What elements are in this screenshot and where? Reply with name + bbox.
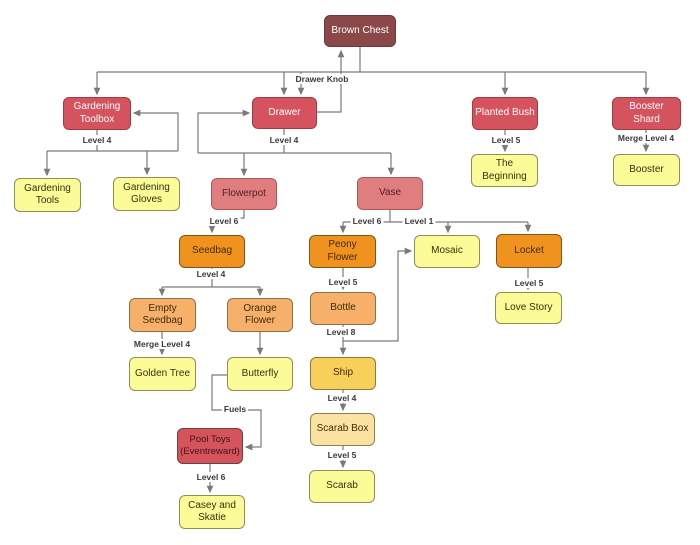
node-drawer[interactable]: Drawer — [252, 97, 317, 129]
node-the-beginning[interactable]: The Beginning — [471, 154, 538, 187]
node-scarab-box[interactable]: Scarab Box — [310, 413, 375, 446]
node-seedbag[interactable]: Seedbag — [179, 235, 245, 268]
edge-label-level5-peony: Level 5 — [326, 277, 360, 287]
edge-drawer-to-brown-chest — [317, 49, 345, 113]
node-brown-chest[interactable]: Brown Chest — [324, 15, 396, 47]
node-bottle[interactable]: Bottle — [310, 292, 376, 325]
edge-label-merge-level4-empty-seedbag: Merge Level 4 — [131, 339, 193, 349]
edge-label-level4-ship: Level 4 — [325, 393, 359, 403]
node-casey-skatie[interactable]: Casey and Skatie — [179, 495, 245, 529]
edge-toolbox-loop — [132, 109, 179, 151]
node-vase[interactable]: Vase — [357, 177, 423, 210]
node-pool-toys[interactable]: Pool Toys (Eventreward) — [177, 428, 243, 464]
node-orange-flower[interactable]: Orange Flower — [227, 298, 293, 332]
edge-label-fuels: Fuels — [221, 404, 249, 414]
node-peony-flower[interactable]: Peony Flower — [309, 235, 376, 268]
edge-label-level6-pool-toys: Level 6 — [194, 472, 228, 482]
edge-bottle-to-mosaic — [343, 247, 413, 342]
node-butterfly[interactable]: Butterfly — [227, 357, 293, 391]
node-gardening-tools[interactable]: Gardening Tools — [14, 178, 81, 212]
edge-label-level4-drawer: Level 4 — [267, 135, 301, 145]
node-booster-shard[interactable]: Booster Shard — [612, 97, 681, 130]
edge-label-level4-toolbox: Level 4 — [80, 135, 114, 145]
edge-drawer-loop — [197, 109, 251, 153]
edge-label-merge-level4-booster: Merge Level 4 — [615, 133, 677, 143]
node-golden-tree[interactable]: Golden Tree — [129, 357, 196, 391]
edge-label-level6-flowerpot: Level 6 — [207, 216, 241, 226]
edge-label-level5-locket: Level 5 — [512, 278, 546, 288]
node-scarab[interactable]: Scarab — [309, 470, 375, 503]
node-planted-bush[interactable]: Planted Bush — [472, 97, 538, 130]
edge-label-drawer-knob: Drawer Knob — [293, 74, 351, 84]
edge-label-level1-vase: Level 1 — [402, 216, 436, 226]
node-gardening-toolbox[interactable]: Gardening Toolbox — [63, 97, 131, 130]
edge-label-level5-planted-bush: Level 5 — [489, 135, 523, 145]
edge-label-level8-bottle: Level 8 — [324, 327, 358, 337]
edge-label-level5-scarab-box: Level 5 — [325, 450, 359, 460]
edge-label-level4-seedbag: Level 4 — [194, 269, 228, 279]
edge-label-level6-vase: Level 6 — [350, 216, 384, 226]
node-love-story[interactable]: Love Story — [495, 292, 562, 324]
node-ship[interactable]: Ship — [310, 357, 376, 390]
node-locket[interactable]: Locket — [496, 234, 562, 268]
node-gardening-gloves[interactable]: Gardening Gloves — [113, 177, 180, 211]
node-mosaic[interactable]: Mosaic — [414, 235, 480, 268]
node-empty-seedbag[interactable]: Empty Seedbag — [129, 298, 196, 332]
node-booster[interactable]: Booster — [613, 154, 680, 186]
node-flowerpot[interactable]: Flowerpot — [211, 178, 277, 210]
